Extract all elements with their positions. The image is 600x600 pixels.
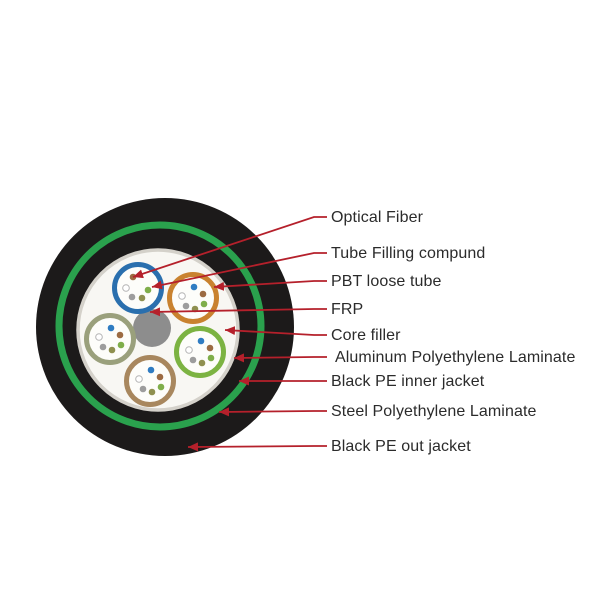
fiber-dot xyxy=(200,300,208,308)
label-core-filler: Core filler xyxy=(331,327,401,344)
arrow-core-filler xyxy=(224,326,327,336)
fiber-dot xyxy=(144,286,152,294)
arrow-black-pe-out-jacket xyxy=(187,442,327,452)
loose-tube-orange xyxy=(167,272,219,324)
fiber-dot xyxy=(135,375,143,383)
arrow-tube-filling-compound xyxy=(151,252,327,290)
fiber-dot xyxy=(99,343,107,351)
steel-polyethylene-laminate-ring xyxy=(55,221,265,431)
fiber-dot xyxy=(198,359,206,367)
fiber-dot xyxy=(157,383,165,391)
label-frp: FRP xyxy=(331,301,364,318)
fiber-dot xyxy=(189,356,197,364)
fiber-dot xyxy=(107,324,115,332)
fiber-dot xyxy=(206,344,214,352)
label-pbt-loose-tube: PBT loose tube xyxy=(331,273,442,290)
arrow-optical-fiber xyxy=(132,216,327,279)
fiber-dot xyxy=(138,294,146,302)
label-black-pe-out-jacket: Black PE out jacket xyxy=(331,438,471,455)
loose-tube-blue xyxy=(112,262,164,314)
fiber-dot xyxy=(108,346,116,354)
arrow-pbt-loose-tube xyxy=(213,280,327,291)
fiber-dot xyxy=(128,293,136,301)
label-black-pe-inner-jacket: Black PE inner jacket xyxy=(331,373,485,390)
fiber-dot xyxy=(95,333,103,341)
frp-strength-member xyxy=(133,309,171,347)
fiber-dot xyxy=(156,373,164,381)
leader-arrows xyxy=(132,216,327,452)
fiber-dot xyxy=(185,346,193,354)
fiber-dot xyxy=(116,331,124,339)
fiber-dot xyxy=(148,388,156,396)
loose-tube-green xyxy=(174,326,226,378)
fiber-dot xyxy=(190,283,198,291)
fiber-dot xyxy=(139,385,147,393)
arrow-steel-polyethylene-laminate xyxy=(218,407,327,417)
fiber-dot xyxy=(178,292,186,300)
fiber-dot xyxy=(117,341,125,349)
label-optical-fiber: Optical Fiber xyxy=(331,209,423,226)
fiber-dot xyxy=(147,366,155,374)
loose-tube-brown xyxy=(124,355,176,407)
arrow-frp xyxy=(149,307,327,317)
fiber-dot xyxy=(197,337,205,345)
fiber-dot xyxy=(207,354,215,362)
label-aluminum-polyethylene-laminate: Aluminum Polyethylene Laminate xyxy=(335,349,576,366)
fiber-dot xyxy=(122,284,130,292)
loose-tube-olive xyxy=(84,313,136,365)
fiber-dot xyxy=(182,302,190,310)
fiber-dot xyxy=(199,290,207,298)
arrow-aluminum-polyethylene-laminate xyxy=(233,353,327,363)
label-steel-polyethylene-laminate: Steel Polyethylene Laminate xyxy=(331,403,537,420)
label-tube-filling-compound: Tube Filling compund xyxy=(331,245,486,262)
